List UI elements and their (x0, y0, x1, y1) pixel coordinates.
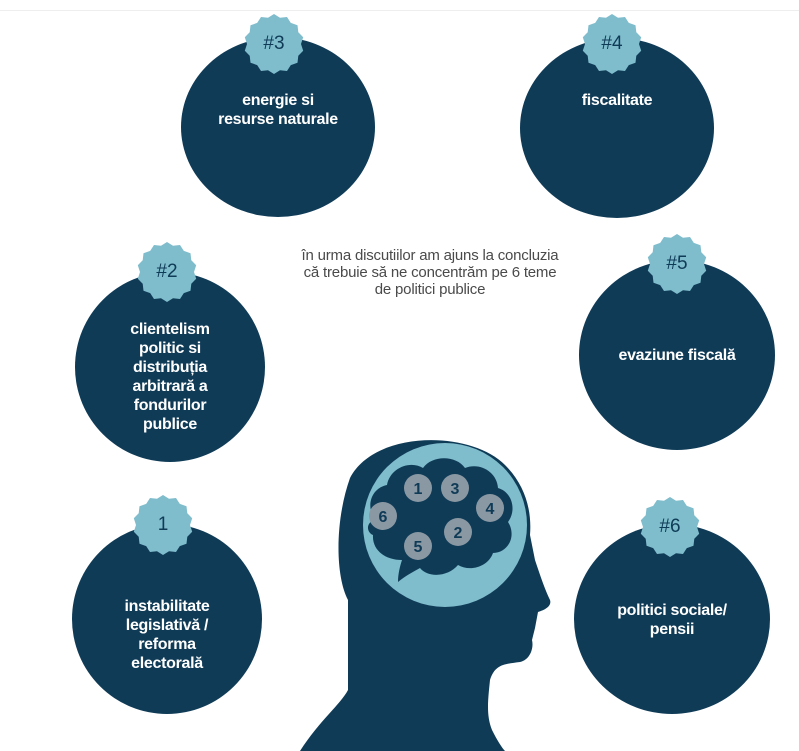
brain-number-label: 2 (454, 525, 463, 542)
topic-label: evaziune fiscală (618, 346, 736, 364)
topic-badge: 1 (128, 490, 198, 560)
topic-circle-legislative: instabilitate legislativă / reforma elec… (72, 524, 262, 714)
topic-circle-clientelism: clientelism politic si distribuția arbit… (75, 272, 265, 462)
topic-number: #3 (263, 33, 285, 54)
badge-shape-icon (582, 14, 642, 74)
badge-shape-icon (133, 495, 193, 555)
brain-number-dot (404, 532, 432, 560)
brain-number-label: 4 (486, 501, 495, 518)
topic-badge: #2 (132, 237, 202, 307)
badge-shape-icon (647, 234, 707, 294)
brain-number-dot (369, 502, 397, 530)
intro-text: în urma discutiilor am ajuns la concluzi… (301, 247, 559, 298)
brain-number-label: 3 (451, 481, 460, 498)
badge-shape-icon (244, 14, 304, 74)
topic-number: #6 (659, 516, 681, 537)
brain-number-dot (444, 518, 472, 546)
brain-number-dot (476, 494, 504, 522)
topic-number: 1 (157, 514, 169, 535)
topic-label: energie si resurse naturale (218, 91, 338, 128)
topic-number: #2 (156, 261, 178, 282)
badge-shape-icon (640, 497, 700, 557)
topic-label: instabilitate legislativă / reforma elec… (124, 598, 210, 672)
topic-badge: #6 (635, 492, 705, 562)
topic-label: clientelism politic si distribuția arbit… (130, 321, 210, 433)
topic-number: #5 (666, 253, 688, 274)
brain-number-dot (441, 474, 469, 502)
topic-number: #4 (601, 33, 623, 54)
topic-label: fiscalitate (581, 92, 653, 109)
brain-number-label: 5 (414, 539, 423, 556)
topic-badge: #5 (642, 229, 712, 299)
brain-number-label: 1 (414, 481, 423, 498)
topic-label: politici sociale/ pensii (617, 602, 727, 638)
brain-number-label: 6 (379, 509, 388, 526)
brain-number-dot (404, 474, 432, 502)
topic-badge: #4 (577, 9, 647, 79)
top-divider (0, 0, 799, 11)
topic-badge: #3 (239, 9, 309, 79)
badge-shape-icon (137, 242, 197, 302)
